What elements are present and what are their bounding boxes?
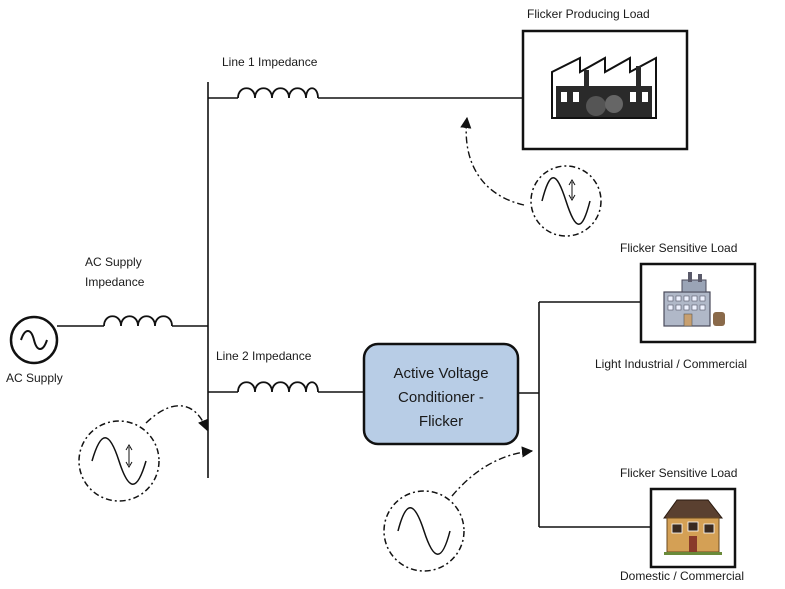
factory-icon — [551, 56, 657, 119]
supply-impedance-coil — [103, 315, 173, 327]
sine-wave-icon — [78, 420, 160, 502]
line2-impedance-label: Line 2 Impedance — [216, 349, 312, 363]
bus-disturbance-arrow — [145, 405, 209, 432]
line1-impedance-coil — [237, 87, 319, 99]
domestic-commercial-label: Domestic / Commercial — [620, 569, 744, 583]
active-voltage-conditioner-box — [362, 342, 520, 446]
line1-disturbance-arrow — [460, 116, 525, 206]
flicker-sensitive-load-label-2: Flicker Sensitive Load — [620, 466, 737, 480]
flicker-producing-load-label: Flicker Producing Load — [527, 7, 650, 21]
ac-source-icon — [9, 315, 59, 365]
line1-impedance-label: Line 1 Impedance — [222, 55, 318, 69]
conditioner-label-2: Conditioner - — [398, 389, 484, 406]
flicker-sensitive-load-label-1: Flicker Sensitive Load — [620, 241, 737, 255]
conditioner-output-arrow — [451, 446, 534, 497]
ac-supply-impedance-label-1: AC Supply — [85, 255, 142, 269]
light-industrial-label: Light Industrial / Commercial — [595, 357, 747, 371]
office-building-icon — [663, 272, 725, 327]
ac-supply-label: AC Supply — [6, 371, 63, 385]
house-icon — [663, 499, 724, 555]
conditioner-label-3: Flicker — [419, 413, 463, 430]
conditioner-label-1: Active Voltage — [393, 365, 488, 382]
ac-supply-impedance-label-2: Impedance — [85, 275, 145, 289]
sine-wave-icon — [383, 490, 465, 572]
sine-wave-icon — [530, 165, 602, 237]
line2-impedance-coil — [237, 381, 319, 393]
